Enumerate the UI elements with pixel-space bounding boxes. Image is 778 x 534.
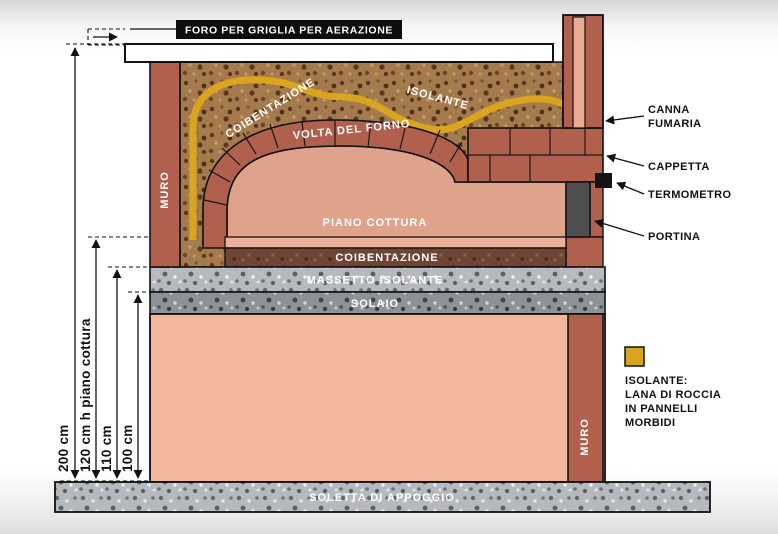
soletta-label: SOLETTA DI APPOGGIO — [309, 492, 455, 504]
massetto-layer — [149, 266, 606, 293]
right-wall-pillar — [567, 313, 604, 483]
mouth-sill-masonry — [565, 236, 604, 268]
left-wall-pillar — [149, 61, 181, 268]
base-body — [149, 313, 606, 483]
cappetta-label: CAPPETTA — [648, 161, 710, 173]
aeration-hole — [87, 28, 125, 46]
legend-line1: ISOLANTE: — [625, 375, 688, 387]
termometro-device — [595, 173, 612, 188]
support-slab — [54, 481, 711, 513]
dim-100-label: 100 cm — [120, 424, 135, 472]
legend-line2: LANA DI ROCCIA — [625, 389, 721, 401]
foro-label: FORO PER GRIGLIA PER AERAZIONE — [185, 25, 393, 37]
canna-fumaria-label-line2: FUMARIA — [648, 118, 702, 130]
legend-line3: IN PANNELLI — [625, 403, 698, 415]
portina-door — [565, 181, 591, 238]
legend-yellow-swatch — [624, 346, 645, 367]
canna-fumaria-arrow — [605, 115, 645, 125]
muro-right-label: MURO — [579, 418, 591, 456]
dim-110-label: 110 cm — [99, 425, 114, 472]
legend-line4: MORBIDI — [625, 417, 675, 429]
under-floor-coibentazione-label: COIBENTAZIONE — [335, 252, 438, 264]
dim-200-label: 200 cm — [56, 424, 71, 472]
cooking-floor-slab — [224, 236, 567, 249]
piano-cottura-label: PIANO COTTURA — [323, 217, 428, 229]
massetto-label: MASSETTO ISOLANTE — [307, 275, 444, 287]
callout-arrows — [594, 115, 645, 237]
dimension-lines — [70, 47, 143, 479]
foro-label-box — [176, 20, 402, 39]
muro-left-label: MURO — [159, 171, 171, 209]
canna-fumaria-label-line1: CANNA — [648, 104, 690, 116]
mouth-right-jamb — [589, 181, 604, 238]
isolante-yellow-band — [189, 76, 565, 240]
termometro-label: TERMOMETRO — [648, 189, 731, 201]
aeration-beam — [124, 43, 554, 63]
cappetta-joints — [468, 128, 603, 182]
dim-120-label: 120 cm h piano cottura — [78, 318, 93, 472]
portina-arrow — [594, 219, 645, 237]
vault-joints — [203, 120, 463, 206]
cappetta-arrow — [606, 153, 645, 167]
chimney-flue-duct — [572, 16, 586, 129]
termometro-arrow — [616, 181, 645, 195]
solaio-label: SOLAIO — [351, 298, 399, 310]
portina-label: PORTINA — [648, 231, 700, 243]
dimension-guides — [60, 43, 150, 482]
